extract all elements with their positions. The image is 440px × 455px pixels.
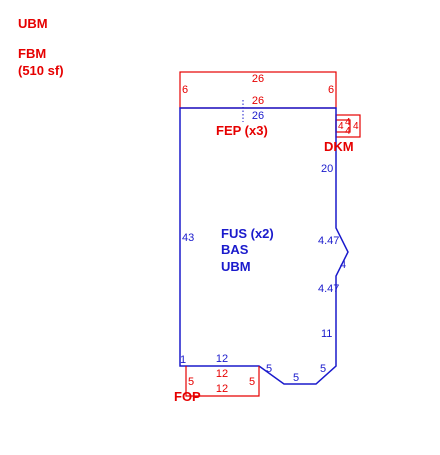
- dim-main-left: 43: [182, 232, 194, 244]
- label-main-3: UBM: [221, 259, 251, 274]
- dim-dkm-c: 4: [353, 121, 359, 132]
- header-line-1: UBM: [18, 16, 48, 31]
- fop-outline: [185, 366, 260, 397]
- main-building-outline: [179, 107, 349, 385]
- dim-main-right-upper: 20: [321, 163, 333, 175]
- dim-notch-bottom: 5: [293, 372, 299, 384]
- dim-fop-left: 5: [188, 376, 194, 388]
- dim-notch-diag-right: 5: [320, 363, 326, 375]
- dim-dkm-d: 4: [345, 126, 351, 137]
- dim-fep-bottom: 26: [252, 95, 264, 107]
- header-line-2: FBM: [18, 46, 47, 61]
- dim-fop-bottom: 12: [216, 383, 228, 395]
- header-line-3: (510 sf): [18, 63, 64, 78]
- dim-fop-right: 5: [249, 376, 255, 388]
- dim-fep-right: 6: [328, 84, 334, 96]
- dim-bump-upper: 4.47: [318, 235, 339, 247]
- dim-main-top: 26: [252, 110, 264, 122]
- label-main-1: FUS (x2): [221, 226, 274, 241]
- label-fep: FEP (x3): [216, 123, 268, 138]
- dim-notch-diag-left: 5: [266, 363, 272, 375]
- dim-fop-top: 12: [216, 368, 228, 380]
- dim-bump-lower: 4.47: [318, 283, 339, 295]
- dim-main-right-lower: 11: [321, 328, 332, 340]
- label-main-2: BAS: [221, 242, 249, 257]
- dim-dkm-a: 4: [338, 121, 344, 132]
- dim-bump-side: 4: [340, 259, 346, 271]
- dim-dkm-b: 4: [345, 117, 351, 128]
- label-dkm: DKM: [324, 139, 354, 154]
- dim-fep-top: 26: [252, 73, 264, 85]
- dim-fep-left: 6: [182, 84, 188, 96]
- dim-bottom-left-short: 1: [180, 354, 186, 366]
- dim-bottom-left-segment: 12: [216, 353, 228, 365]
- label-fop: FOP: [174, 389, 201, 404]
